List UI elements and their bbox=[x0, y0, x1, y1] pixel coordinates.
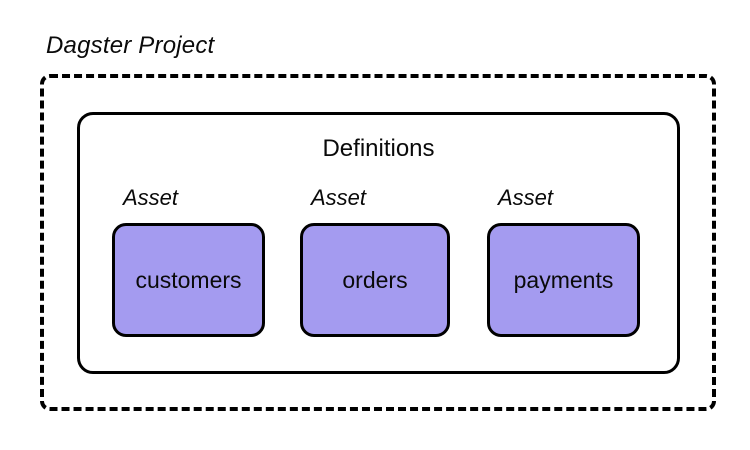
asset-node-customers: customers bbox=[112, 223, 265, 337]
project-title: Dagster Project bbox=[46, 32, 215, 59]
asset-type-label: Asset bbox=[498, 185, 554, 210]
asset-type-label: Asset bbox=[311, 185, 367, 210]
definitions-title: Definitions bbox=[322, 135, 435, 162]
asset-type-label: Asset bbox=[123, 185, 179, 210]
project-boundary-box bbox=[40, 74, 716, 411]
asset-node-orders: orders bbox=[300, 223, 450, 337]
asset-node-payments: payments bbox=[487, 223, 640, 337]
